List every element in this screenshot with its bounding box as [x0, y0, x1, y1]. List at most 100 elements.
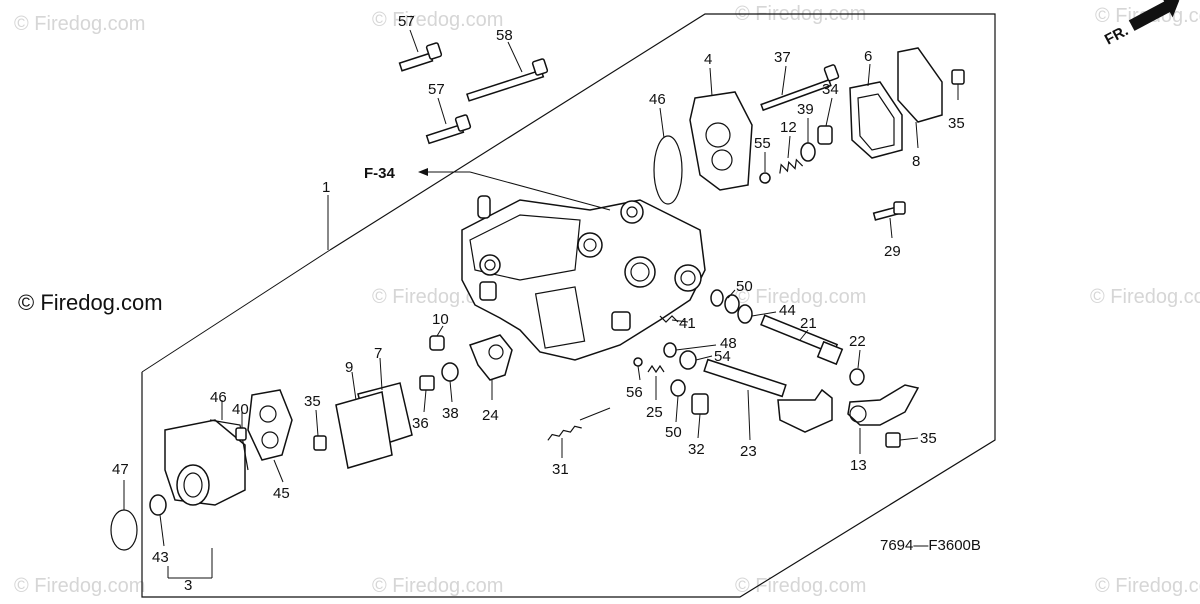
- callout-label: 24: [482, 407, 499, 424]
- callout-label: 35: [304, 393, 321, 410]
- spring-25: [647, 364, 665, 374]
- watermark: © Firedog.com: [372, 9, 503, 31]
- callout-label: 48: [720, 335, 737, 352]
- callout-label: 31: [552, 461, 569, 478]
- spring-12: [779, 158, 804, 174]
- assembly-outline-edge: [141, 249, 331, 373]
- cover-4: [689, 91, 753, 191]
- callout-label: 35: [920, 430, 937, 447]
- gasket-45: [247, 389, 293, 461]
- pin-40: [235, 427, 247, 441]
- callout-label: 13: [850, 457, 867, 474]
- callout-label: 57: [398, 13, 415, 30]
- callout-label: 21: [800, 315, 817, 332]
- cover-9: [335, 391, 393, 469]
- seal-44: [737, 304, 753, 324]
- diagram-code: 7694—F3600B: [880, 537, 981, 554]
- washer-38: [441, 362, 459, 382]
- o-ring-47: [110, 509, 138, 551]
- callout-label: 22: [849, 333, 866, 350]
- front-arrow-icon: [1128, 0, 1180, 31]
- watermark: © Firedog.com: [735, 575, 866, 597]
- callout-label: 56: [626, 384, 643, 401]
- o-ring-48: [663, 342, 677, 358]
- bolt-57-mid: [425, 114, 472, 145]
- callout-label: 8: [912, 153, 920, 170]
- callout-label: 4: [704, 51, 712, 68]
- callout-label: 10: [432, 311, 449, 328]
- shaft-21: [760, 314, 844, 366]
- pin-41: [659, 315, 679, 323]
- watermark: © Firedog.com: [1090, 286, 1200, 308]
- callout-label: 40: [232, 401, 249, 418]
- bracket-13: [847, 384, 920, 426]
- o-ring-46-upper: [653, 135, 683, 205]
- callout-label: 45: [273, 485, 290, 502]
- bolt-35-left: [313, 435, 327, 451]
- o-ring-50-upper: [710, 289, 724, 307]
- assembly-outline: [141, 13, 996, 598]
- callout-label: 3: [184, 577, 192, 594]
- callout-label: 54: [714, 348, 731, 365]
- callout-label: 47: [112, 461, 129, 478]
- callout-label: 37: [774, 49, 791, 66]
- callout-label: 6: [864, 48, 872, 65]
- callout-label: 25: [646, 404, 663, 421]
- callout-label: 43: [152, 549, 169, 566]
- callout-label: 9: [345, 359, 353, 376]
- bolt-37: [760, 64, 840, 112]
- watermark: © Firedog.com: [14, 13, 145, 35]
- callout-label: 58: [496, 27, 513, 44]
- valve-body-casting: [461, 195, 706, 361]
- plug-10: [429, 335, 445, 351]
- nut-34: [817, 125, 833, 145]
- callout-label: 50: [736, 278, 753, 295]
- o-ring-50-lower: [670, 379, 686, 397]
- plate-8: [897, 47, 943, 123]
- watermark: © Firedog.com: [14, 575, 145, 597]
- callout-label: 41: [679, 315, 696, 332]
- bolt-36: [419, 375, 435, 391]
- washer-22: [849, 368, 865, 386]
- callout-label: 57: [428, 81, 445, 98]
- callout-label: 23: [740, 443, 757, 460]
- bolt-35-top: [951, 69, 965, 85]
- watermark: © Firedog.com: [372, 575, 503, 597]
- reference-label: F-34: [364, 165, 396, 182]
- callout-label: 38: [442, 405, 459, 422]
- callout-label: 55: [754, 135, 771, 152]
- gasket-46-lower: [209, 419, 249, 471]
- callout-label: 1: [322, 179, 330, 196]
- callout-label: 46: [210, 389, 227, 406]
- callout-label: 35: [948, 115, 965, 132]
- bolt-35-right: [885, 432, 901, 448]
- watermark: © Firedog.com: [735, 286, 866, 308]
- callout-label: 29: [884, 243, 901, 260]
- shift-lever-23: [703, 358, 833, 433]
- watermark: © Firedog.com: [1095, 575, 1200, 597]
- spring-31: [547, 425, 582, 441]
- callout-label: 50: [665, 424, 682, 441]
- callout-label: 7: [374, 345, 382, 362]
- plug-32: [691, 393, 709, 415]
- callout-label: 34: [822, 81, 839, 98]
- callout-label: 36: [412, 415, 429, 432]
- callout-label: 32: [688, 441, 705, 458]
- bolt-29: [872, 201, 906, 221]
- callout-labels: 57 58 57 1 4 46 37 6 34 39 12 55 35 8 29…: [112, 13, 965, 594]
- callout-label: 12: [780, 119, 797, 136]
- leader-lines: [123, 29, 959, 579]
- bolt-58-long: [466, 58, 549, 102]
- washer-39: [800, 142, 816, 162]
- ball-56: [633, 357, 643, 367]
- watermark-main: © Firedog.com: [18, 290, 163, 315]
- reference-arrow-icon: [418, 168, 428, 176]
- bolt-57-top: [398, 42, 443, 72]
- callout-label: 44: [779, 302, 796, 319]
- ball-55: [759, 172, 771, 184]
- callout-label: 46: [649, 91, 666, 108]
- seal-43: [149, 494, 167, 516]
- callout-label: 39: [797, 101, 814, 118]
